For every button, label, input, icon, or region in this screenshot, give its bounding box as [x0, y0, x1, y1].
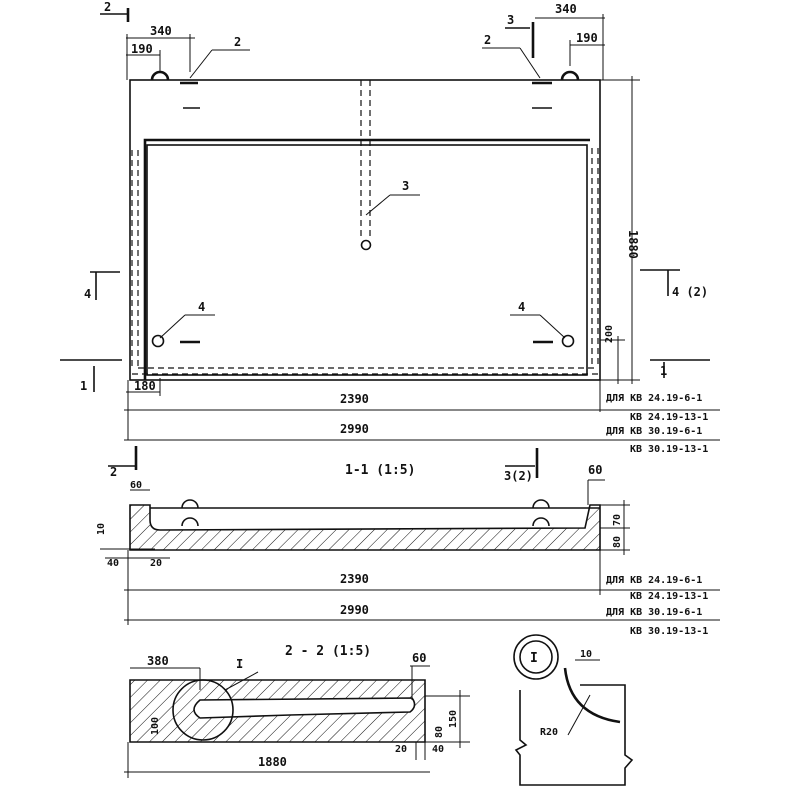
detail-fillet — [563, 667, 621, 724]
embedded-left — [151, 334, 200, 348]
section-1-1: 1-1 (1:5) 2 3(2) 60 60 10 40 20 — [96, 446, 720, 637]
svg-text:2390: 2390 — [340, 572, 369, 586]
svg-text:80: 80 — [434, 726, 445, 738]
svg-text:ДЛЯ КВ 30.19-6-1: ДЛЯ КВ 30.19-6-1 — [606, 426, 702, 437]
svg-text:2390: 2390 — [340, 392, 369, 406]
svg-text:ДЛЯ КВ 24.19-6-1: ДЛЯ КВ 24.19-6-1 — [606, 393, 702, 404]
svg-text:1: 1 — [80, 379, 87, 393]
svg-text:60: 60 — [588, 463, 602, 477]
svg-text:20: 20 — [395, 744, 407, 755]
svg-text:КВ 30.19-13-1: КВ 30.19-13-1 — [630, 444, 708, 455]
dim-top-left: 340 190 — [126, 24, 195, 80]
left-reinforcement — [131, 150, 600, 375]
svg-text:190: 190 — [576, 31, 598, 45]
svg-text:60: 60 — [130, 480, 142, 491]
callout-2-left: 2 — [234, 35, 241, 49]
center-pipe — [360, 80, 372, 251]
detail-I: I 10 R20 — [513, 634, 634, 786]
callout-4-right: 4 — [518, 300, 525, 314]
callout-2-right: 2 — [484, 33, 491, 47]
svg-text:ДЛЯ КВ 24.19-6-1: ДЛЯ КВ 24.19-6-1 — [606, 575, 702, 586]
callout-4-left: 4 — [198, 300, 205, 314]
detail-outline — [514, 684, 634, 786]
svg-text:1880: 1880 — [258, 755, 287, 769]
svg-text:3(2): 3(2) — [504, 469, 533, 483]
svg-text:I: I — [530, 651, 538, 666]
svg-text:40: 40 — [432, 744, 444, 755]
embedded-right — [533, 334, 575, 348]
section-1-profile — [129, 504, 601, 551]
section-mark-1-left: 1 — [60, 359, 122, 393]
section-2-profile — [129, 679, 426, 743]
svg-text:340: 340 — [555, 2, 577, 16]
dim-top-right: 340 190 — [535, 2, 605, 80]
section-1-1-title: 1-1 (1:5) — [345, 463, 415, 478]
section-mark-4-right: 4 (2) — [640, 269, 708, 299]
leader-4-right — [539, 314, 566, 339]
svg-text:200: 200 — [604, 325, 615, 343]
svg-text:КВ 24.19-13-1: КВ 24.19-13-1 — [630, 591, 708, 602]
svg-text:10: 10 — [96, 523, 107, 535]
dim-bottom-180: 180 — [126, 378, 161, 396]
section-mark-2-top: 2 — [100, 0, 130, 22]
section-2-2: 2 - 2 (1:5) I 380 60 100 150 80 20 40 18… — [124, 644, 470, 778]
section-2-dims: 380 60 100 150 80 20 40 1880 — [124, 651, 470, 778]
section-mark-1-right: 1 — [650, 359, 710, 378]
svg-text:340: 340 — [150, 24, 172, 38]
leader-4-left — [159, 314, 186, 339]
svg-text:КВ 24.19-13-1: КВ 24.19-13-1 — [630, 412, 708, 423]
svg-text:10: 10 — [580, 649, 592, 660]
svg-text:2: 2 — [104, 0, 111, 14]
lifting-loop-right — [532, 70, 580, 109]
section-mark-3-2: 3(2) — [504, 448, 539, 483]
svg-text:1: 1 — [660, 364, 667, 378]
lifting-loop-left — [150, 70, 200, 109]
svg-text:190: 190 — [131, 42, 153, 56]
detail-mark-I: I — [236, 657, 243, 671]
svg-text:150: 150 — [448, 710, 459, 728]
svg-text:3: 3 — [507, 13, 514, 27]
section-mark-4-left: 4 — [84, 271, 120, 301]
detail-circle-I — [172, 679, 234, 741]
plan-view: 2 2 3 4 4 2 3 340 — [60, 0, 720, 455]
svg-text:2: 2 — [110, 465, 117, 479]
inner-recess — [146, 144, 588, 376]
svg-text:80: 80 — [612, 536, 623, 548]
section-2-2-title: 2 - 2 (1:5) — [285, 644, 371, 659]
section-1-dims: 60 60 10 40 20 70 80 2390 2990 ДЛЯ КВ 24… — [96, 463, 720, 637]
section-1-loop-left — [181, 499, 199, 509]
section-mark-2-left: 2 — [108, 446, 138, 479]
dim-right-200: 200 — [600, 325, 625, 384]
slab-outline — [129, 79, 601, 381]
section-mark-3-top: 3 — [505, 13, 535, 58]
svg-text:180: 180 — [134, 379, 156, 393]
right-reinforcement — [591, 148, 599, 368]
leader-2-right — [519, 47, 541, 79]
svg-text:ДЛЯ КВ 30.19-6-1: ДЛЯ КВ 30.19-6-1 — [606, 607, 702, 618]
dim-2990-plan: 2990 ДЛЯ КВ 30.19-6-1 КВ 30.19-13-1 — [124, 422, 720, 455]
svg-text:20: 20 — [150, 558, 162, 569]
svg-text:1880: 1880 — [626, 230, 640, 259]
dim-2390-plan: 2390 ДЛЯ КВ 24.19-6-1 КВ 24.19-13-1 — [124, 380, 720, 440]
leader-2-left — [189, 49, 213, 79]
svg-text:4: 4 — [84, 287, 91, 301]
dim-right-1880: 1880 — [600, 76, 640, 384]
svg-text:R20: R20 — [540, 727, 558, 738]
svg-text:2990: 2990 — [340, 603, 369, 617]
svg-text:КВ 30.19-13-1: КВ 30.19-13-1 — [630, 626, 708, 637]
svg-text:70: 70 — [612, 514, 623, 526]
svg-text:100: 100 — [150, 717, 161, 735]
svg-text:40: 40 — [107, 558, 119, 569]
svg-text:4 (2): 4 (2) — [672, 285, 708, 299]
svg-text:60: 60 — [412, 651, 426, 665]
svg-text:380: 380 — [147, 654, 169, 668]
inner-frame — [143, 138, 590, 380]
section-1-loop-right — [532, 499, 550, 509]
callout-3-center: 3 — [402, 179, 409, 193]
leader-3 — [365, 194, 391, 216]
svg-text:2990: 2990 — [340, 422, 369, 436]
